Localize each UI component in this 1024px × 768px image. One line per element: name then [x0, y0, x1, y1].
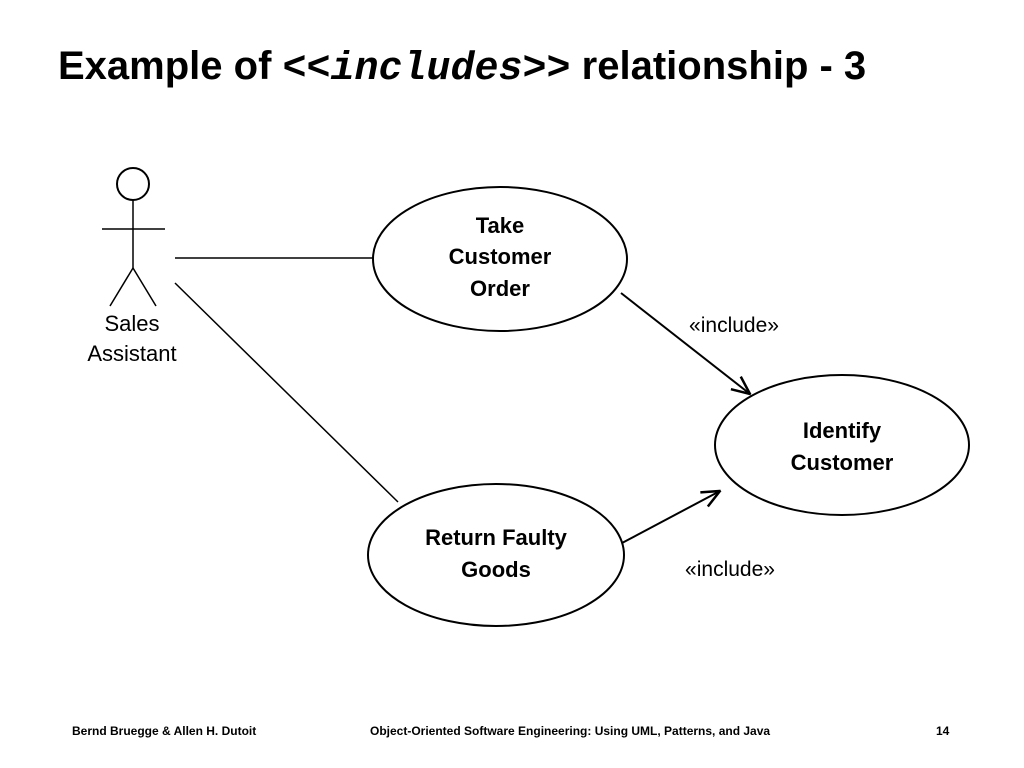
- include-arrow-return-goods: [621, 491, 720, 544]
- use-case-label-line1: Take: [476, 213, 525, 238]
- use-case-label-line2: Goods: [461, 557, 531, 582]
- actor-left-leg: [109, 267, 134, 307]
- use-case-label-line3: Order: [470, 276, 530, 301]
- title-code: <<includes>>: [282, 47, 571, 92]
- use-case-ellipse: [714, 374, 970, 516]
- actor-sales-assistant: Sales Assistant: [87, 167, 177, 366]
- use-case-return-faulty-goods: Return Faulty Goods: [367, 483, 625, 627]
- actor-label-line2: Assistant: [87, 341, 176, 366]
- use-case-take-customer-order: Take Customer Order: [372, 186, 628, 332]
- use-case-label-line1: Identify: [803, 418, 882, 443]
- use-case-label-line2: Customer: [791, 450, 894, 475]
- footer-book-title: Object-Oriented Software Engineering: Us…: [370, 724, 771, 738]
- include-arrow-take-order: [620, 292, 750, 394]
- use-case-ellipse: [372, 186, 628, 332]
- use-case-identify-customer: Identify Customer: [714, 374, 970, 516]
- include-label-bottom: «include»: [685, 558, 775, 581]
- page-number: 14: [936, 724, 950, 738]
- actor-label-line1: Sales: [104, 311, 159, 336]
- use-case-label-line1: Return Faulty: [425, 525, 568, 550]
- footer-authors: Bernd Bruegge & Allen H. Dutoit: [72, 724, 257, 738]
- actor-head: [116, 167, 150, 201]
- association-return-goods: [174, 282, 399, 503]
- use-case-ellipse: [367, 483, 625, 627]
- include-label-top: «include»: [689, 314, 779, 337]
- actor-right-leg: [132, 267, 157, 307]
- use-case-label-line2: Customer: [449, 244, 552, 269]
- title-prefix: Example of: [58, 44, 283, 88]
- slide-title: Example of <<includes>> relationship - 3: [58, 46, 866, 90]
- title-suffix: relationship - 3: [570, 44, 867, 88]
